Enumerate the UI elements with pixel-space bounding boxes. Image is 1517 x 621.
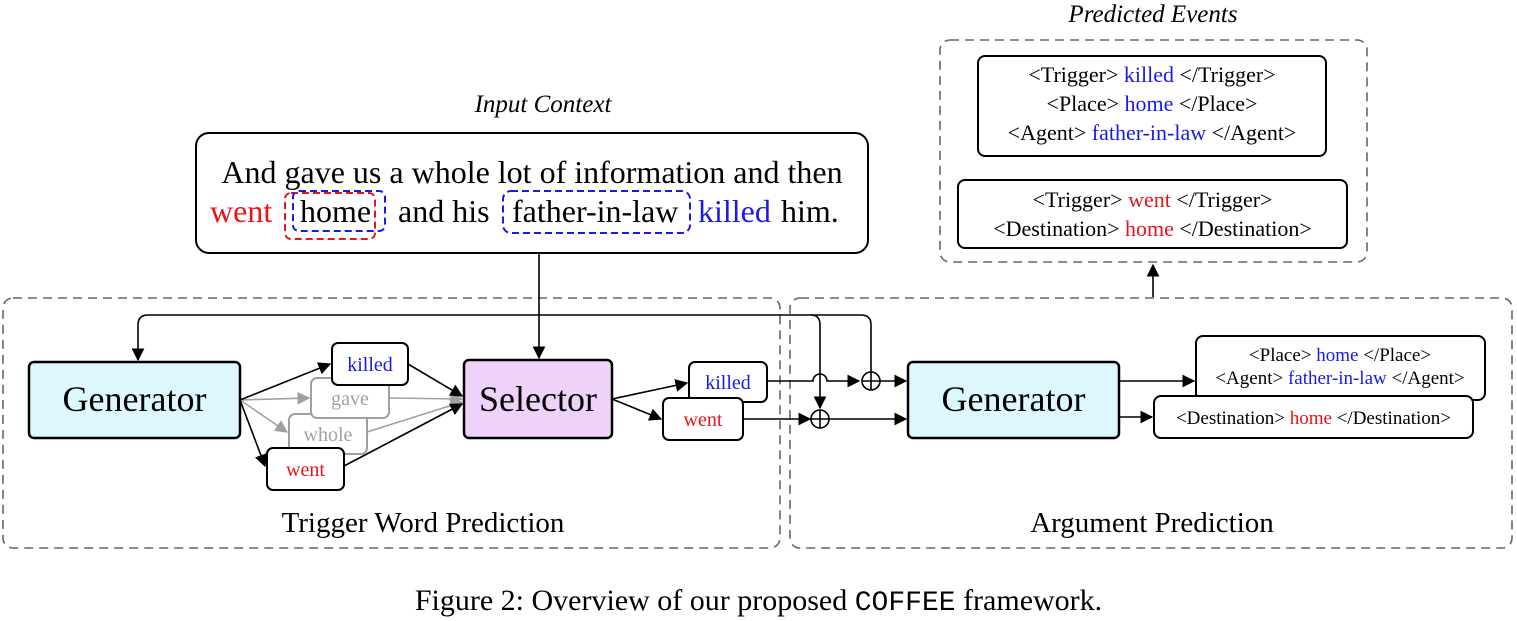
arrow-gen-to-whole <box>239 399 289 433</box>
candidate-gave: gave <box>331 388 369 410</box>
selected-killed: killed <box>705 372 751 394</box>
event-2-dest: <Destination> home </Destination> <box>993 216 1312 241</box>
selector-label: Selector <box>479 379 597 419</box>
selected-went: went <box>684 409 723 431</box>
arrow-selector-to-went <box>611 398 663 421</box>
input-context-box <box>195 132 869 254</box>
input-context-label: Input Context <box>474 91 613 118</box>
argument-output-2-dest: <Destination> home </Destination> <box>1176 408 1451 429</box>
father-in-law-agent-highlight <box>502 190 691 234</box>
connectors <box>131 253 1196 468</box>
word-father-in-law: father-in-law <box>512 193 678 229</box>
feedback-branch-to-plus-2 <box>810 314 827 410</box>
arrow-gen-to-gave <box>239 391 311 405</box>
event-1-box <box>977 55 1327 157</box>
input-context-line2: went home and his father-in-law killed h… <box>210 193 839 229</box>
trigger-section-frame <box>2 297 781 549</box>
framework-diagram: Input Context Predicted Events Trigger W… <box>2 1 1513 549</box>
candidate-killed: killed <box>347 354 393 376</box>
word-him: him. <box>781 193 839 229</box>
candidate-went-box <box>266 447 345 491</box>
argument-output-1-agent: <Agent> father-in-law </Agent> <box>1215 368 1464 389</box>
words-and-his: and his <box>398 193 490 229</box>
input-context-line1: And gave us a whole lot of information a… <box>221 154 842 190</box>
candidate-whole: whole <box>304 424 353 446</box>
arrow-whole-to-selector <box>366 399 464 433</box>
arrow-went-to-selector <box>343 403 464 467</box>
concat-node-1 <box>861 371 881 391</box>
home-place-highlight <box>292 190 386 232</box>
feedback-loop-line <box>131 314 872 372</box>
trigger-section-label: Trigger Word Prediction <box>282 507 565 539</box>
event-2-trigger: <Trigger> went </Trigger> <box>1033 187 1273 212</box>
caption-prefix: Figure 2: Overview of our proposed <box>414 584 855 617</box>
predicted-events-frame <box>939 39 1368 263</box>
caption-framework-name: COFFEE <box>854 588 956 619</box>
word-went: went <box>210 193 272 229</box>
event-1-trigger: <Trigger> killed </Trigger> <box>1028 62 1275 87</box>
arrow-selector-to-killed <box>611 379 689 400</box>
event-1-agent: <Agent> father-in-law </Agent> <box>1008 120 1297 145</box>
event-1-place: <Place> home </Place> <box>1047 91 1258 116</box>
arrow-gen-to-killed <box>239 362 332 401</box>
argument-output-2-box <box>1153 395 1474 439</box>
word-killed: killed <box>698 193 771 229</box>
concat-node-2 <box>810 409 830 429</box>
event-2-box <box>957 179 1348 249</box>
arrow-gen-to-went <box>239 399 267 468</box>
argument-generator-label: Generator <box>942 379 1086 419</box>
argument-generator-box <box>906 360 1121 440</box>
arrow-gave-to-selector <box>388 392 464 406</box>
argument-section-label: Argument Prediction <box>1030 507 1274 539</box>
figure-caption: Figure 2: Overview of our proposed COFFE… <box>0 584 1517 619</box>
home-dest-highlight <box>284 192 376 240</box>
word-home: home <box>300 193 371 229</box>
argument-output-1-place: <Place> home </Place> <box>1249 345 1431 366</box>
trigger-generator-label: Generator <box>63 379 207 419</box>
predicted-events-label: Predicted Events <box>1067 1 1237 28</box>
argument-section-frame <box>789 297 1513 549</box>
candidate-went: went <box>286 459 325 481</box>
caption-suffix: framework. <box>955 584 1103 617</box>
arrow-killed-to-selector <box>407 363 464 397</box>
